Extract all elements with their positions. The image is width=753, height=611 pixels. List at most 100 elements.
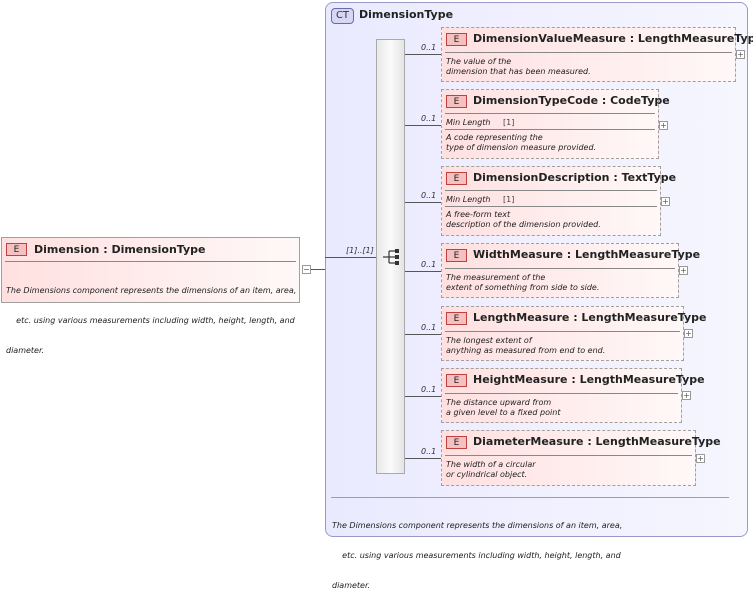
element-type: LengthMeasureType [637, 32, 753, 45]
element-dimension-description[interactable]: E DimensionDescription : TextType Min Le… [441, 166, 676, 236]
element-badge: E [446, 312, 467, 325]
child-connector [405, 54, 441, 55]
ct-doc-line: The Dimensions component represents the … [332, 521, 623, 530]
child-cardinality: 0..1 [421, 114, 437, 123]
doc-line: description of the dimension provided. [446, 220, 601, 229]
element-doc: The longest extent of anything as measur… [446, 336, 605, 356]
element-divider [445, 455, 692, 456]
doc-line: type of dimension measure provided. [446, 143, 597, 152]
element-type: LengthMeasureType [595, 435, 721, 448]
doc-line: The width of a circular [446, 460, 536, 469]
element-type: LengthMeasureType [575, 248, 701, 261]
child-cardinality: 0..1 [421, 43, 437, 52]
element-badge: E [446, 33, 467, 46]
element-title: DiameterMeasure : LengthMeasureType [473, 435, 721, 448]
element-doc: The distance upward from a given level t… [446, 398, 560, 418]
element-name: WidthMeasure [473, 248, 563, 261]
element-name: DiameterMeasure [473, 435, 584, 448]
doc-line: The distance upward from [446, 398, 552, 407]
element-divider [445, 393, 678, 394]
element-divider [445, 52, 732, 53]
element-badge: E [446, 436, 467, 449]
doc-line: A code representing the [446, 133, 543, 142]
type-separator: : [569, 311, 582, 324]
type-separator: : [598, 94, 611, 107]
element-doc: The measurement of the extent of somethi… [446, 273, 599, 293]
root-element-dimension[interactable]: E Dimension : DimensionType The Dimensio… [1, 237, 300, 355]
facet-value: [1] [503, 195, 515, 204]
complex-type-badge: CT [331, 8, 354, 24]
element-dimension-type-code[interactable]: E DimensionTypeCode : CodeType Min Lengt… [441, 89, 670, 159]
expand-toggle[interactable]: + [682, 391, 691, 400]
expand-toggle[interactable]: + [684, 329, 693, 338]
expand-toggle[interactable]: + [659, 121, 668, 130]
expand-toggle[interactable]: + [736, 50, 745, 59]
element-name: HeightMeasure [473, 373, 568, 386]
complex-type-doc: The Dimensions component represents the … [332, 501, 732, 611]
element-title: DimensionTypeCode : CodeType [473, 94, 670, 107]
element-doc: A free-form text description of the dime… [446, 210, 601, 230]
element-divider [445, 129, 655, 130]
root-element-type: DimensionType [111, 243, 206, 256]
expand-toggle[interactable]: + [661, 197, 670, 206]
element-title: HeightMeasure : LengthMeasureType [473, 373, 705, 386]
element-doc: The value of the dimension that has been… [446, 57, 591, 77]
type-separator: : [583, 435, 596, 448]
element-title: DimensionDescription : TextType [473, 171, 676, 184]
child-connector [405, 125, 441, 126]
element-height-measure[interactable]: E HeightMeasure : LengthMeasureType The … [441, 368, 705, 423]
element-name: DimensionValueMeasure [473, 32, 626, 45]
sequence-connector [325, 257, 376, 258]
expand-toggle[interactable]: + [679, 266, 688, 275]
type-separator: : [562, 248, 576, 261]
child-connector [405, 202, 441, 203]
facet-label: Min Length [446, 118, 491, 127]
root-doc-line: etc. using various measurements includin… [6, 316, 295, 325]
element-type: TextType [621, 171, 677, 184]
element-type: LengthMeasureType [581, 311, 707, 324]
type-separator: : [625, 32, 638, 45]
element-name: DimensionDescription [473, 171, 610, 184]
child-cardinality: 0..1 [421, 385, 437, 394]
element-divider [445, 268, 675, 269]
facet-label: Min Length [446, 195, 491, 204]
child-cardinality: 0..1 [421, 447, 437, 456]
element-title: DimensionValueMeasure : LengthMeasureTyp… [473, 32, 753, 45]
child-connector [405, 396, 441, 397]
doc-line: A free-form text [446, 210, 511, 219]
ct-doc-line: diameter. [332, 581, 371, 590]
element-badge: E [446, 172, 467, 185]
element-type: CodeType [610, 94, 670, 107]
element-title: WidthMeasure : LengthMeasureType [473, 248, 700, 261]
element-badge: E [446, 374, 467, 387]
root-collapse-toggle[interactable]: − [302, 265, 311, 274]
root-element-title: Dimension : DimensionType [34, 243, 206, 256]
root-element-doc: The Dimensions component represents the … [6, 266, 296, 376]
type-separator: : [567, 373, 580, 386]
child-cardinality: 0..1 [421, 260, 437, 269]
type-separator: : [99, 243, 112, 256]
root-element-name: Dimension [34, 243, 100, 256]
element-type: LengthMeasureType [579, 373, 705, 386]
child-connector [405, 458, 441, 459]
expand-toggle[interactable]: + [696, 454, 705, 463]
element-name: LengthMeasure [473, 311, 570, 324]
sequence-cardinality: [1]..[1] [346, 246, 374, 255]
element-dimension-value-measure[interactable]: E DimensionValueMeasure : LengthMeasureT… [441, 27, 753, 82]
child-cardinality: 0..1 [421, 191, 437, 200]
element-width-measure[interactable]: E WidthMeasure : LengthMeasureType The m… [441, 243, 700, 298]
element-divider [445, 331, 680, 332]
doc-line: or cylindrical object. [446, 470, 528, 479]
element-badge: E [446, 95, 467, 108]
element-title: LengthMeasure : LengthMeasureType [473, 311, 706, 324]
doc-line: dimension that has been measured. [446, 67, 591, 76]
root-connector [311, 269, 325, 270]
type-separator: : [609, 171, 622, 184]
root-element-divider [5, 261, 296, 262]
element-diameter-measure[interactable]: E DiameterMeasure : LengthMeasureType Th… [441, 430, 721, 486]
child-connector [405, 271, 441, 272]
element-doc: A code representing the type of dimensio… [446, 133, 596, 153]
element-divider [445, 190, 657, 191]
element-length-measure[interactable]: E LengthMeasure : LengthMeasureType The … [441, 306, 706, 361]
ct-doc-line: etc. using various measurements includin… [332, 551, 621, 560]
